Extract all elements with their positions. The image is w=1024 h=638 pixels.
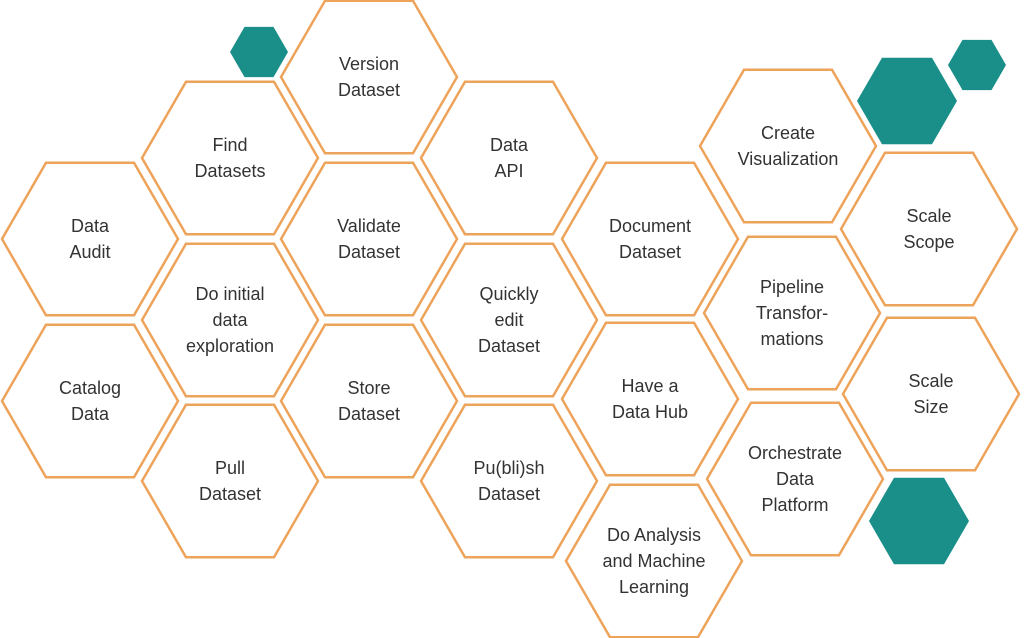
- hex-label-line: Visualization: [738, 149, 839, 169]
- hex-label-line: Orchestrate: [748, 443, 842, 463]
- hex-label-line: Data Hub: [612, 402, 688, 422]
- hexagon-outline: [279, 161, 459, 317]
- hexagon-outline: [560, 161, 740, 317]
- hex-label-line: Dataset: [619, 242, 681, 262]
- hex-label-line: Dataset: [338, 242, 400, 262]
- hex-label-line: Dataset: [338, 80, 400, 100]
- hexagon-outline: [839, 151, 1019, 307]
- hexagon-outline: [419, 242, 599, 398]
- hex-label-line: Scope: [903, 232, 954, 252]
- hexagon-outline: [279, 0, 459, 155]
- hexagon-outline: [564, 483, 744, 638]
- hexagon-outline: [140, 242, 320, 398]
- hex-label-line: API: [494, 161, 523, 181]
- hexagon-outline: [419, 403, 599, 559]
- hex-label-line: Dataset: [478, 336, 540, 356]
- hex-label-line: Audit: [69, 242, 110, 262]
- hex-cell-do-initial-data-exploration: Do initial data exploration: [140, 242, 320, 398]
- hex-label-line: Document: [609, 216, 691, 236]
- hex-label-line: Data: [776, 469, 815, 489]
- hexagon-outline: [841, 316, 1021, 472]
- hexagon-outline: [698, 68, 878, 224]
- hex-label-line: Have a: [621, 376, 679, 396]
- hex-label-line: Data: [71, 404, 110, 424]
- accent-hexagon-top-right-small: [948, 39, 1006, 91]
- hex-label-line: Catalog: [59, 378, 121, 398]
- hex-label-line: Pull: [215, 458, 245, 478]
- hexagon-outline: [140, 403, 320, 559]
- hex-label-line: data: [212, 310, 248, 330]
- hexagon-outline: [279, 323, 459, 479]
- hex-label-line: exploration: [186, 336, 274, 356]
- hexagon-outline: [702, 235, 882, 391]
- hex-label-line: Data: [71, 216, 110, 236]
- hexagon-outline: [419, 80, 599, 236]
- hex-label-line: Data: [490, 135, 529, 155]
- hex-label-line: Platform: [761, 495, 828, 515]
- hex-label-line: Do Analysis: [607, 525, 701, 545]
- hexagon-outline: [0, 161, 180, 317]
- hex-label-line: and Machine: [602, 551, 705, 571]
- hex-label-line: Validate: [337, 216, 401, 236]
- hex-label-line: Dataset: [199, 484, 261, 504]
- hex-label-line: Dataset: [478, 484, 540, 504]
- hex-label-line: Quickly: [479, 284, 538, 304]
- hex-label-line: Learning: [619, 577, 689, 597]
- hex-label-line: Dataset: [338, 404, 400, 424]
- hex-label-line: Do initial: [195, 284, 264, 304]
- hexagon-outline: [705, 401, 885, 557]
- hex-label-line: edit: [494, 310, 523, 330]
- hex-label-line: Scale: [908, 371, 953, 391]
- hexagon-outline: [560, 321, 740, 477]
- hex-label-line: Transfor-: [756, 303, 828, 323]
- hex-label-line: Size: [913, 397, 948, 417]
- hex-label-line: Find: [212, 135, 247, 155]
- hex-cell-have-a-data-hub: Have a Data Hub: [560, 321, 740, 477]
- accent-hexagon-bottom-right: [869, 477, 969, 565]
- accent-hexagon-top-right-large: [857, 57, 957, 145]
- hex-label-line: Version: [339, 54, 399, 74]
- hex-label-line: Create: [761, 123, 815, 143]
- hex-label-line: Pu(bli)sh: [473, 458, 544, 478]
- hex-label-line: Pipeline: [760, 277, 824, 297]
- hex-label-line: Store: [347, 378, 390, 398]
- hexagon-outline: [140, 80, 320, 236]
- hex-label-line: mations: [760, 329, 823, 349]
- hexagon-outline: [0, 323, 180, 479]
- hex-label-line: Datasets: [194, 161, 265, 181]
- accent-hexagon-top-left: [230, 26, 288, 78]
- hex-label-line: Scale: [906, 206, 951, 226]
